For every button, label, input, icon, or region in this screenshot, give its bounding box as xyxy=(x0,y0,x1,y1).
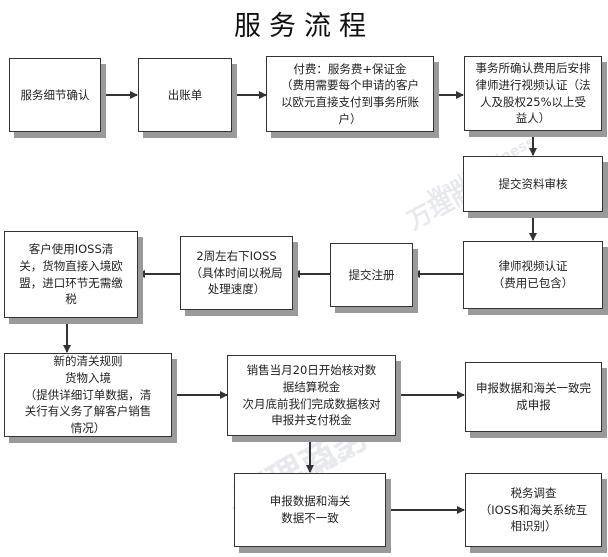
step-submit-registration: 提交注册 xyxy=(330,243,413,307)
step-payment: 付费：服务费+保证金 （费用需要每个申请的客户 以欧元直接支付到事务所账 户） xyxy=(266,56,434,132)
step-ioss-issued: 2周左右下IOSS （具体时间以税局 处理速度） xyxy=(180,236,293,310)
step-tax-investigation: 税务调查 （IOSS和海关系统互 相识别） xyxy=(465,473,602,547)
step-new-customs-rules: 新的清关规则 货物入境 （提供详细订单数据，清 关行有义务了解客户销售 情况） xyxy=(4,353,172,437)
page-title: 服务流程 xyxy=(234,11,374,42)
step-lawyer-video-cert: 律师视频认证 （费用已包含） xyxy=(463,241,603,309)
step-submit-review: 提交资料审核 xyxy=(463,156,603,212)
step-issue-bill: 出账单 xyxy=(138,58,232,132)
step-ioss-customs-clearance: 客户使用IOSS清 关，货物直接入境欧 盟，进口环节无需缴 税 xyxy=(4,231,138,318)
step-lawyer-video-arrangement: 事务所确认费用后安排 律师进行视频认证（法 人及股权25%以上受 益人） xyxy=(464,56,602,131)
step-service-details-confirm: 服务细节确认 xyxy=(9,58,101,132)
step-declaration-inconsistent: 申报数据和海关 数据不一致 xyxy=(234,473,386,547)
step-tax-settlement: 销售当月20日开始核对数 据结算税金 次月底前我们完成数据核对 申报并支付税金 xyxy=(227,355,396,436)
step-declaration-consistent: 申报数据和海关一致完 成申报 xyxy=(465,362,602,432)
